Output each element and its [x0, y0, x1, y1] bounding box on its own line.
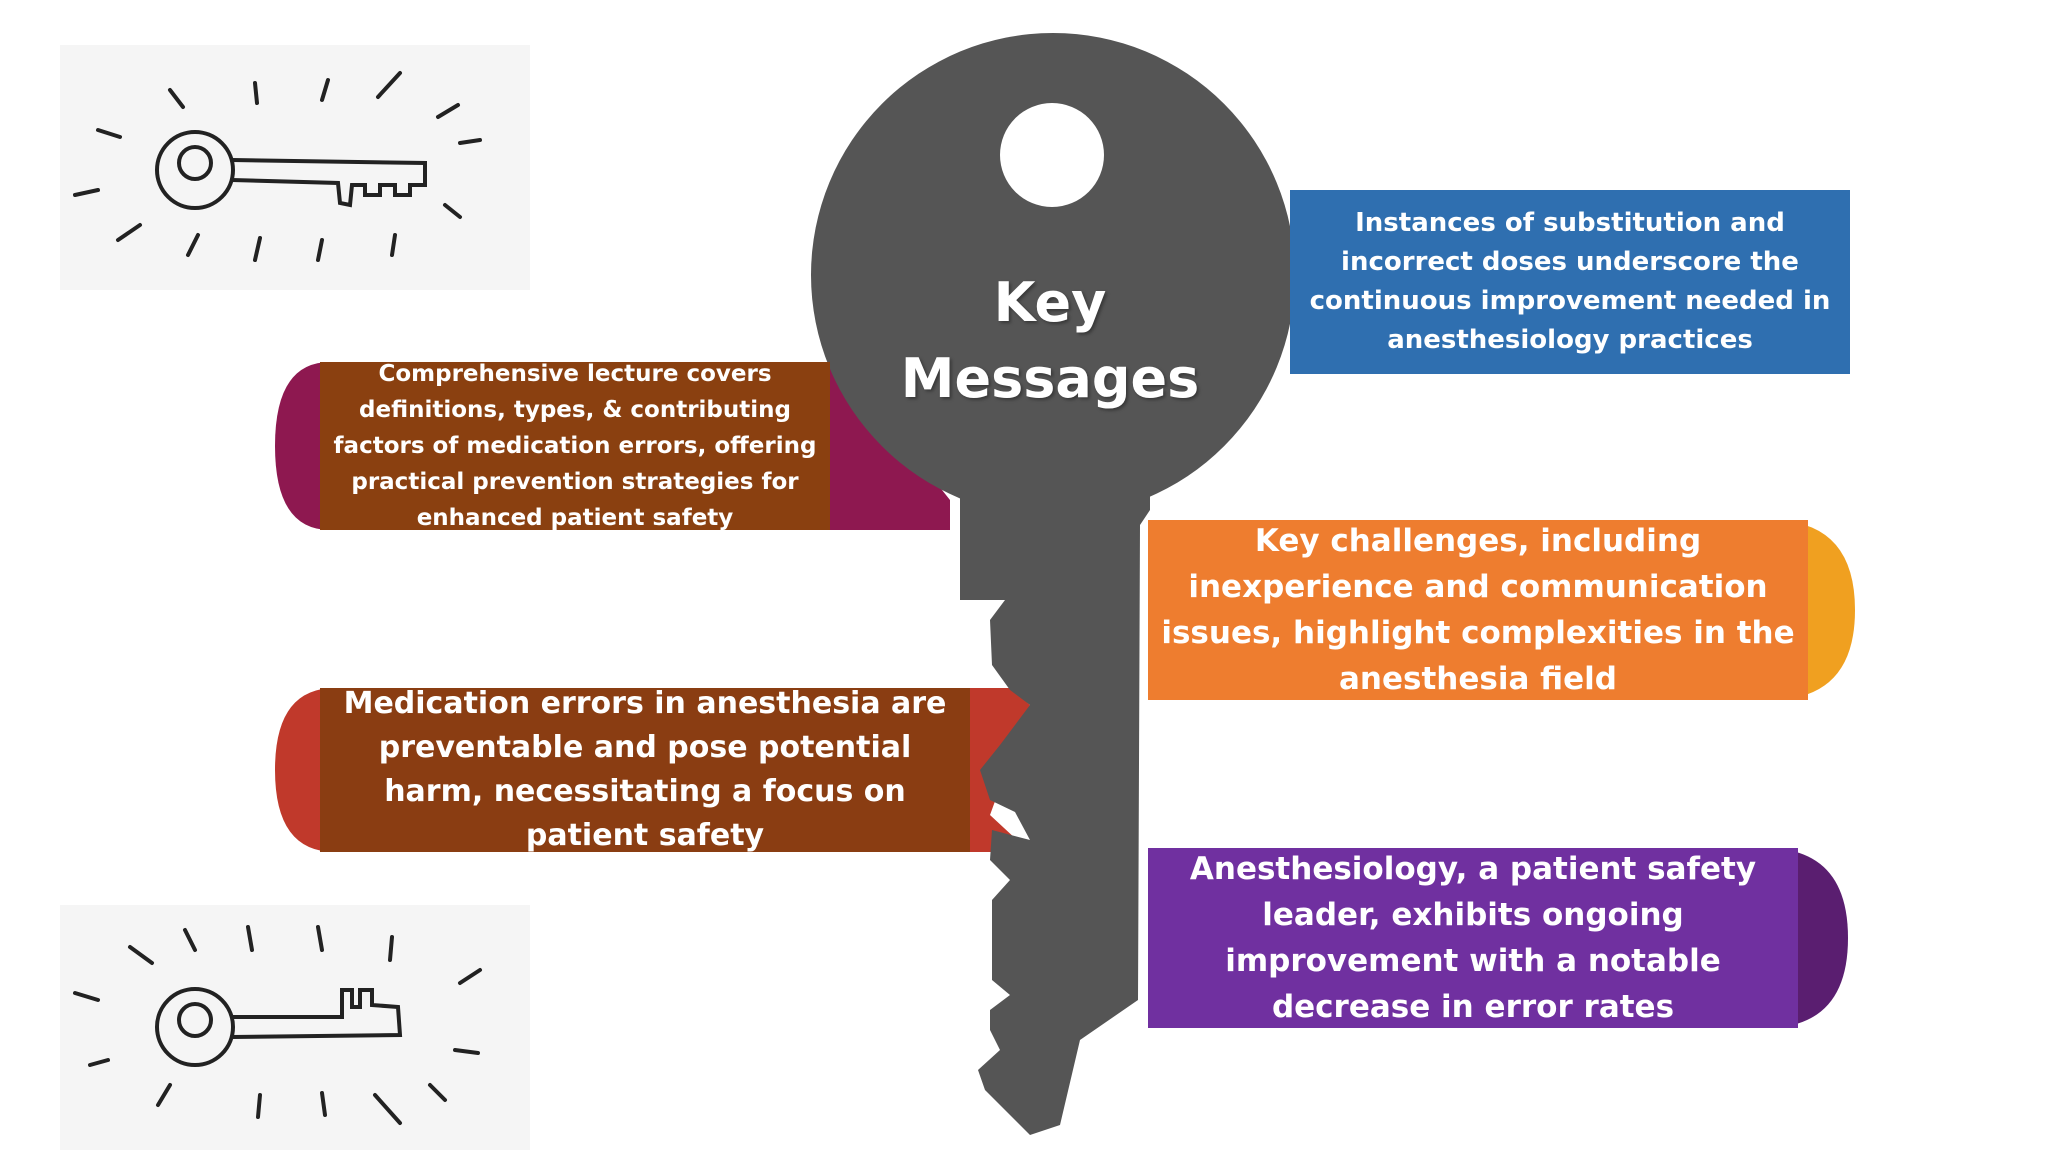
- title-line-2: Messages: [900, 347, 1200, 410]
- glowing-key-icon: [60, 45, 530, 290]
- title-line-1: Key: [993, 271, 1107, 334]
- key-shaft: [960, 470, 1150, 1135]
- key-messages-title: Key Messages: [900, 265, 1200, 417]
- message-text-5: Anesthesiology, a patient safety leader,…: [1189, 851, 1757, 1025]
- message-panel-4: Key challenges, including inexperience a…: [1148, 520, 1808, 700]
- glowing-key-icon: [60, 905, 530, 1150]
- message-panel-5: Anesthesiology, a patient safety leader,…: [1148, 848, 1798, 1028]
- message-panel-1: Comprehensive lecture covers definitions…: [320, 361, 830, 531]
- key-head: [811, 33, 1295, 517]
- message-text-1: Comprehensive lecture covers definitions…: [333, 361, 817, 531]
- message-panel-3: Instances of substitution and incorrect …: [1290, 190, 1850, 374]
- key-hole: [1000, 103, 1104, 207]
- message-text-3: Instances of substitution and incorrect …: [1309, 208, 1831, 355]
- message-text-4: Key challenges, including inexperience a…: [1161, 523, 1795, 697]
- message-text-2: Medication errors in anesthesia are prev…: [343, 686, 947, 853]
- message-panel-2: Medication errors in anesthesia are prev…: [320, 686, 970, 853]
